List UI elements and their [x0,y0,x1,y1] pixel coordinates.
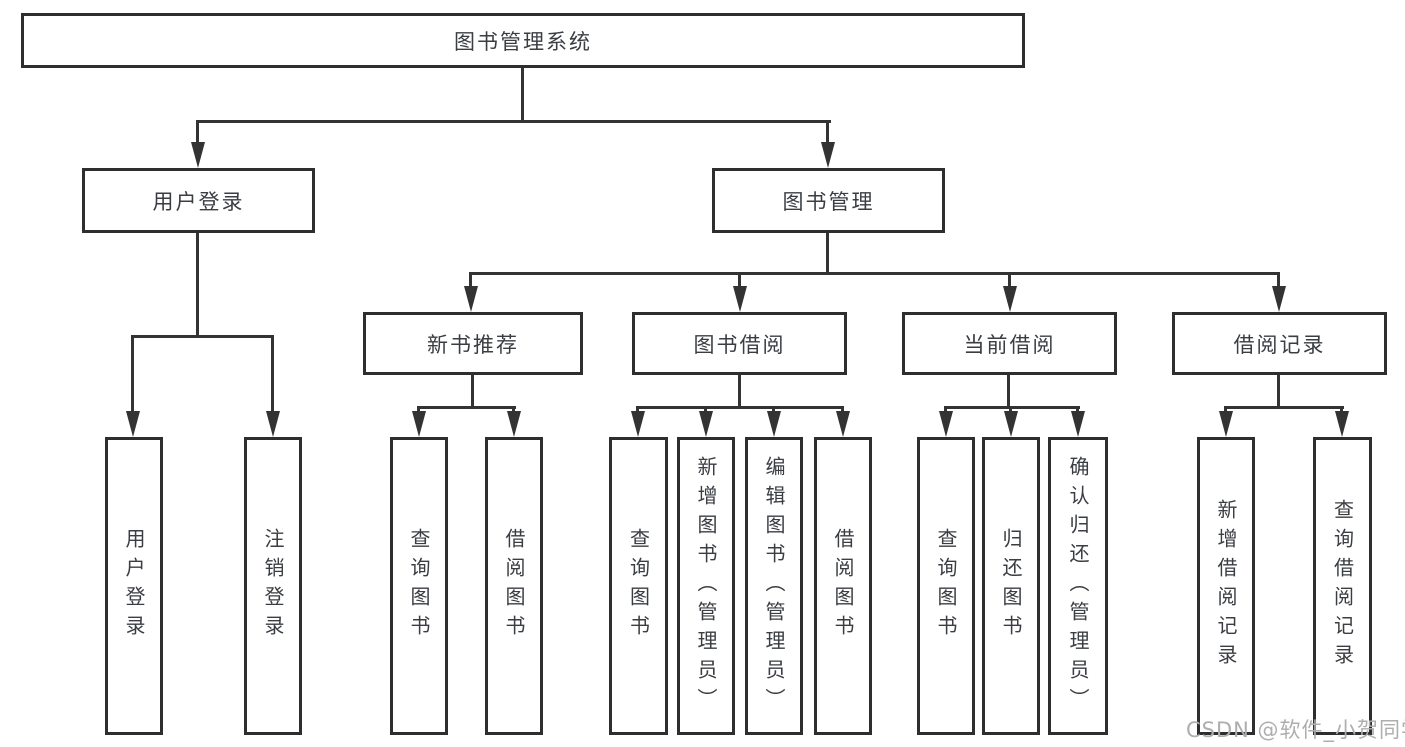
leaf-recommend-query-books: 查询图书 [390,437,448,735]
leaf-label: 查询图书 [407,528,431,644]
connector-stem-new-books [469,272,472,288]
node-borrowing-records: 借阅记录 [1172,312,1387,375]
connector-stem [512,406,515,413]
connector-current-branch [944,406,1080,409]
leaf-label: 新增借阅记录 [1214,499,1238,673]
node-label: 新书推荐 [427,332,519,357]
leaf-borrow-edit-books-admin: 编辑图书（管理员） [745,437,803,735]
node-book-borrowing: 图书借阅 [632,312,847,375]
node-label: 当前借阅 [963,332,1056,357]
connector-stem-current [1008,272,1011,288]
arrow-down-icon [836,411,850,437]
arrow-down-icon [733,286,747,312]
leaf-user-login: 用户登录 [105,437,163,735]
leaf-records-add-record: 新增借阅记录 [1197,437,1255,735]
connector-book-borrow-stub [738,375,741,408]
node-label: 图书管理 [782,189,875,214]
leaf-current-query-books: 查询图书 [917,437,975,735]
arrow-down-icon [191,142,205,168]
connector-stem [636,406,639,413]
arrow-down-icon [464,286,478,312]
leaf-label: 用户登录 [122,528,146,644]
leaf-current-confirm-return-admin: 确认归还（管理员） [1048,437,1108,735]
leaf-label: 借阅图书 [502,528,526,644]
leaf-recommend-borrow-books: 借阅图书 [485,437,543,735]
arrow-down-icon [1071,411,1085,437]
connector-current-stub [1007,375,1010,408]
arrow-down-icon [1219,411,1233,437]
connector-book-mgmt-branch [470,272,1280,275]
connector-user-login-stub [196,233,199,337]
connector-stem-book-borrow [738,272,741,288]
node-current-borrowing: 当前借阅 [902,312,1117,375]
connector-root-stub [521,68,524,122]
node-label: 借阅记录 [1233,332,1326,357]
connector-stem [944,406,947,413]
leaf-borrow-query-books: 查询图书 [609,437,668,735]
leaf-label: 查询图书 [934,528,958,644]
connector-records-stub [1277,375,1280,408]
connector-stem-leaf-logout [271,335,274,413]
arrow-down-icon [1003,286,1017,312]
connector-stem [841,406,844,413]
leaf-label: 归还图书 [999,528,1023,644]
arrow-down-icon [699,411,713,437]
leaf-label: 编辑图书（管理员） [762,455,786,717]
leaf-label: 注销登录 [261,528,285,644]
node-root-library-management-system: 图书管理系统 [21,13,1025,68]
arrow-down-icon [939,411,953,437]
arrow-down-icon [412,411,426,437]
leaf-label: 查询图书 [626,528,651,644]
connector-stem-user-login [196,120,199,146]
connector-stem [417,406,420,413]
arrow-down-icon [767,411,781,437]
connector-stem-book-mgmt [826,120,829,146]
arrow-down-icon [1335,411,1349,437]
connector-stem [704,406,707,413]
connector-new-books-stub [471,375,474,408]
connector-stem-records [1277,272,1280,288]
connector-book-borrow-branch [636,406,844,409]
leaf-label: 新增图书（管理员） [694,455,718,717]
leaf-borrow-borrow-books: 借阅图书 [814,437,872,735]
connector-stem [1076,406,1079,413]
node-new-book-recommend: 新书推荐 [363,312,583,375]
connector-stem [1340,406,1343,413]
node-label: 用户登录 [152,189,245,214]
csdn-watermark: CSDN @软件_小贺同学 [1186,718,1405,742]
node-user-login: 用户登录 [82,168,315,233]
leaf-label: 查询借阅记录 [1330,499,1355,673]
arrow-down-icon [507,411,521,437]
arrow-down-icon [126,411,140,437]
connector-book-mgmt-stub [826,233,829,274]
leaf-label: 确认归还（管理员） [1066,455,1090,717]
node-book-management: 图书管理 [712,168,945,233]
connector-user-login-branch [132,335,274,338]
node-label: 图书管理系统 [454,29,592,54]
arrow-down-icon [821,142,835,168]
arrow-down-icon [1004,411,1018,437]
arrow-down-icon [631,411,645,437]
connector-stem [772,406,775,413]
connector-new-books-branch [417,406,516,409]
connector-stem-leaf-login [131,335,134,413]
arrow-down-icon [266,411,280,437]
arrow-down-icon [1272,286,1286,312]
node-label: 图书借阅 [693,332,786,357]
connector-stem [1009,406,1012,413]
connector-root-branch [197,120,831,123]
leaf-label: 借阅图书 [831,528,855,644]
leaf-borrow-add-books-admin: 新增图书（管理员） [677,437,735,735]
connector-records-branch [1224,406,1344,409]
leaf-logout: 注销登录 [244,437,302,735]
connector-stem [1224,406,1227,413]
leaf-records-query-record: 查询借阅记录 [1313,437,1372,735]
leaf-current-return-books: 归还图书 [982,437,1040,735]
